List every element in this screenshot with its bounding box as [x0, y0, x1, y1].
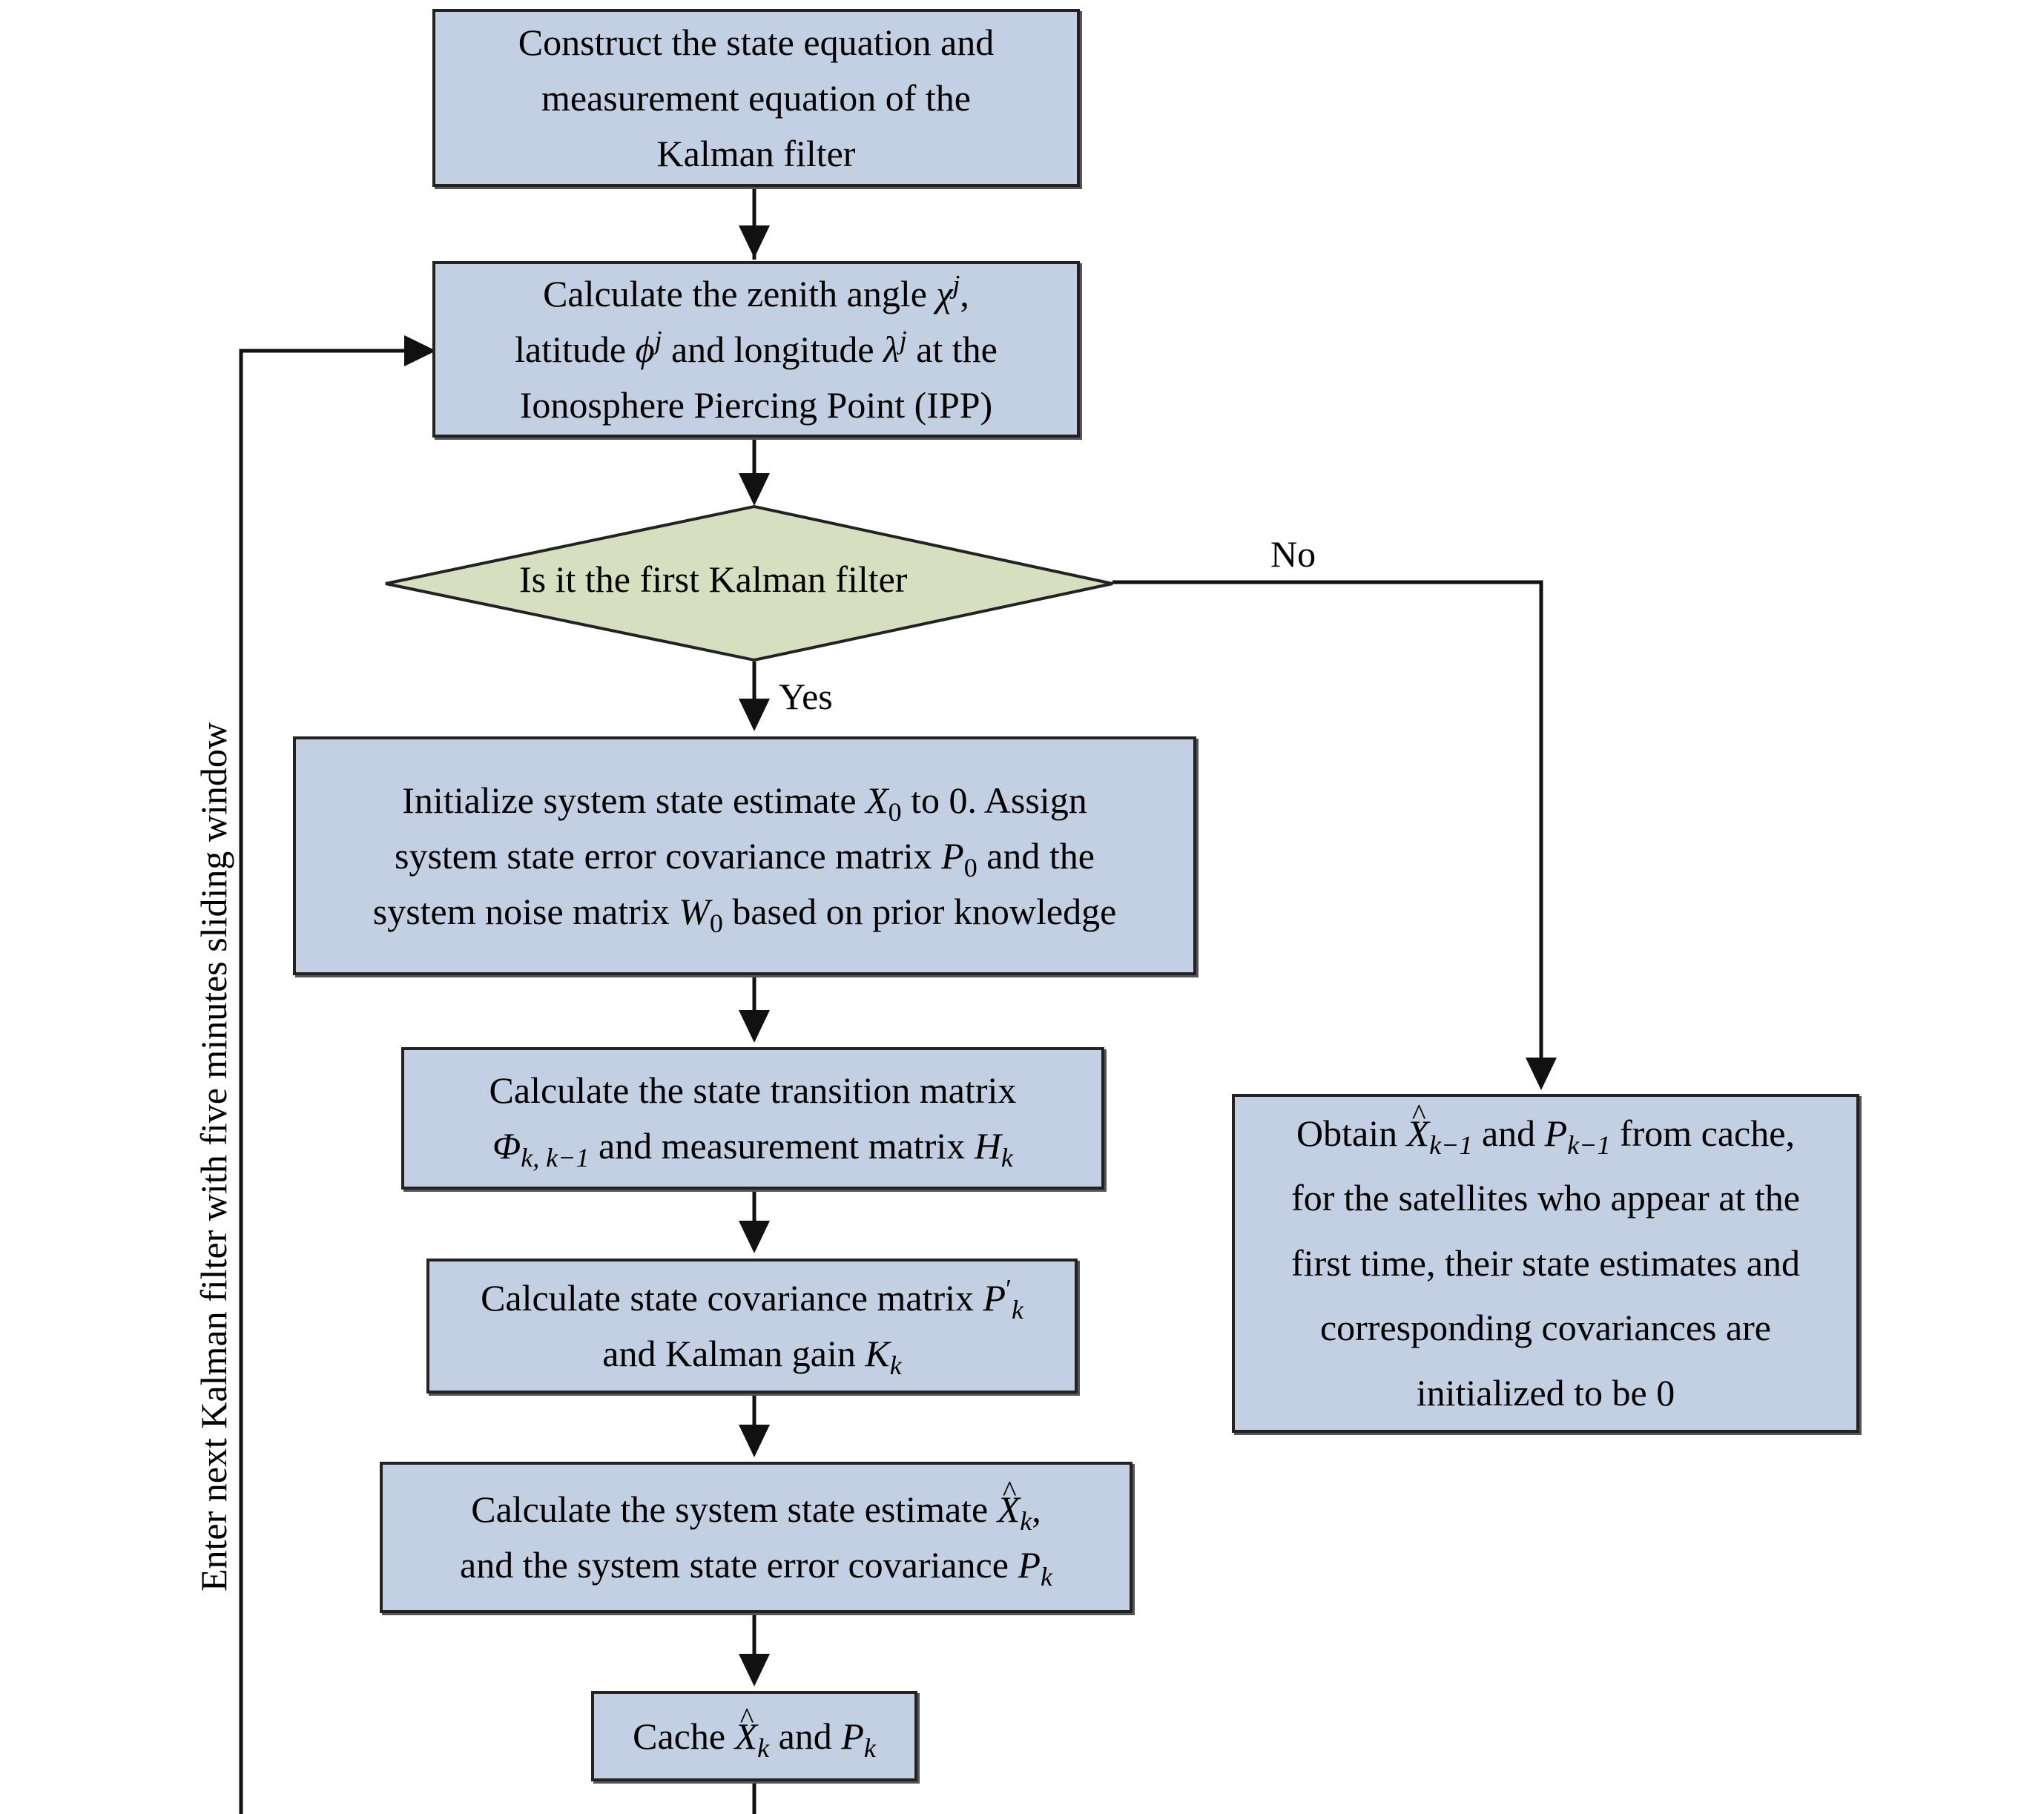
arrow-no-to-obtain — [1112, 580, 1543, 1061]
transition-line-2: Φk, k−1 and measurement matrix Hk — [492, 1118, 1013, 1174]
obtain-line-1: Obtain Xk−1 and Pk−1 from cache, — [1296, 1089, 1795, 1167]
estimate-box: Calculate the system state estimate Xk, … — [380, 1462, 1133, 1613]
subscript-k-1: k−1 — [1429, 1129, 1473, 1160]
ipp-line-1: Calculate the zenith angle χj, — [543, 266, 969, 322]
loop-back-line — [239, 349, 756, 1814]
subscript-k: k — [1000, 1143, 1013, 1172]
obtain-text: and — [1472, 1112, 1545, 1154]
obtain-from-cache-box: Obtain Xk−1 and Pk−1 from cache, for the… — [1232, 1089, 1859, 1433]
subscript-k-k-1: k, k−1 — [521, 1143, 590, 1172]
init-text: Initialize system state estimate — [402, 779, 866, 821]
transition-matrix-box: Calculate the state transition matrix Φk… — [401, 1047, 1104, 1190]
ipp-line-2: latitude ϕj and longitude λj at the — [515, 322, 998, 377]
construct-line-2: measurement equation of the — [541, 76, 971, 119]
init-text: system state error covariance matrix — [394, 834, 942, 877]
estimate-text: Calculate the system state estimate — [471, 1488, 998, 1530]
p-symbol: P — [841, 1715, 864, 1757]
x-hat-symbol: X — [1407, 1089, 1430, 1167]
ipp-text: and longitude — [662, 328, 884, 370]
subscript-0: 0 — [888, 796, 902, 827]
cov-line-2: and Kalman gain Kk — [602, 1326, 901, 1382]
cache-box: Cache Xk and Pk — [591, 1691, 917, 1781]
cov-text: and Kalman gain — [602, 1333, 866, 1374]
obtain-line-2: for the satellites who appear at the — [1291, 1177, 1800, 1219]
estimate-line-2: and the system state error covariance Pk — [460, 1537, 1052, 1593]
covariance-gain-box: Calculate state covariance matrix P′k an… — [426, 1259, 1078, 1394]
obtain-line-4: corresponding covariances are — [1319, 1307, 1772, 1349]
construct-line-1: Construct the state equation and — [518, 21, 995, 63]
p-symbol: P — [983, 1277, 1006, 1319]
estimate-text: , — [1032, 1488, 1041, 1530]
x-hat-symbol: X — [998, 1469, 1021, 1537]
subscript-k: k — [1020, 1506, 1032, 1536]
init-text: system noise matrix — [372, 890, 679, 932]
phi-symbol: ϕ — [635, 328, 655, 370]
init-line-2: system state error covariance matrix P0 … — [395, 828, 1095, 884]
cov-line-1: Calculate state covariance matrix P′k — [481, 1270, 1023, 1326]
x-hat-symbol: X — [735, 1696, 758, 1764]
decision-diamond — [385, 504, 1113, 662]
construct-line-3: Kalman filter — [656, 132, 856, 174]
superscript-j: j — [952, 268, 960, 299]
init-line-3: system noise matrix W0 based on prior kn… — [373, 884, 1117, 940]
subscript-k: k — [1041, 1562, 1052, 1592]
obtain-text: Obtain — [1296, 1112, 1407, 1154]
init-text: and the — [977, 834, 1095, 877]
chi-symbol: χ — [936, 272, 953, 314]
cache-text: and — [769, 1715, 842, 1757]
init-line-1: Initialize system state estimate X0 to 0… — [402, 773, 1087, 828]
cache-text: Cache — [633, 1715, 735, 1757]
p-symbol: P — [1544, 1112, 1568, 1154]
loop-label: Enter next Kalman filter with five minut… — [193, 722, 234, 1592]
subscript-0: 0 — [709, 908, 723, 938]
ipp-text: Calculate the zenith angle — [543, 272, 937, 314]
superscript-j: j — [654, 324, 662, 354]
obtain-text: from cache, — [1610, 1112, 1795, 1154]
construct-equations-box: Construct the state equation and measure… — [432, 9, 1080, 187]
obtain-line-3: first time, their state estimates and — [1291, 1241, 1800, 1284]
subscript-k-1: k−1 — [1567, 1129, 1611, 1160]
ipp-line-3: Ionosphere Piercing Point (IPP) — [519, 383, 993, 426]
superscript-j: j — [899, 324, 907, 354]
ipp-text: , — [960, 272, 969, 314]
decision-label: Is it the first Kalman filter — [519, 558, 908, 600]
cov-text: Calculate state covariance matrix — [481, 1277, 983, 1319]
ipp-text: latitude — [515, 328, 636, 370]
transition-text: and measurement matrix — [589, 1125, 975, 1167]
h-symbol: H — [974, 1125, 1001, 1167]
phi-matrix-symbol: Φ — [492, 1125, 521, 1167]
subscript-0: 0 — [963, 852, 978, 883]
subscript-k: k — [889, 1350, 902, 1380]
transition-line-1: Calculate the state transition matrix — [489, 1069, 1017, 1111]
k-symbol: K — [865, 1333, 890, 1374]
init-text: based on prior knowledge — [722, 890, 1117, 932]
prime-mark: ′ — [1006, 1273, 1012, 1304]
estimate-text: and the system state error covariance — [460, 1544, 1018, 1586]
obtain-line-5: initialized to be 0 — [1416, 1371, 1675, 1414]
cache-line: Cache Xk and Pk — [633, 1696, 876, 1764]
lambda-symbol: λ — [883, 328, 900, 370]
subscript-k: k — [757, 1732, 770, 1763]
ipp-text: at the — [906, 328, 998, 370]
initialize-box: Initialize system state estimate X0 to 0… — [293, 736, 1196, 975]
w-symbol: W — [679, 890, 710, 932]
estimate-line-1: Calculate the system state estimate Xk, — [471, 1469, 1041, 1537]
subscript-k: k — [863, 1732, 876, 1763]
p-symbol: P — [941, 834, 964, 877]
subscript-k: k — [1011, 1295, 1023, 1325]
init-text: to 0. Assign — [901, 779, 1087, 821]
p-symbol: P — [1018, 1544, 1041, 1586]
no-label: No — [1270, 533, 1316, 575]
x-symbol: X — [866, 779, 889, 821]
calculate-ipp-box: Calculate the zenith angle χj, latitude … — [432, 261, 1080, 438]
yes-label: Yes — [779, 676, 833, 717]
